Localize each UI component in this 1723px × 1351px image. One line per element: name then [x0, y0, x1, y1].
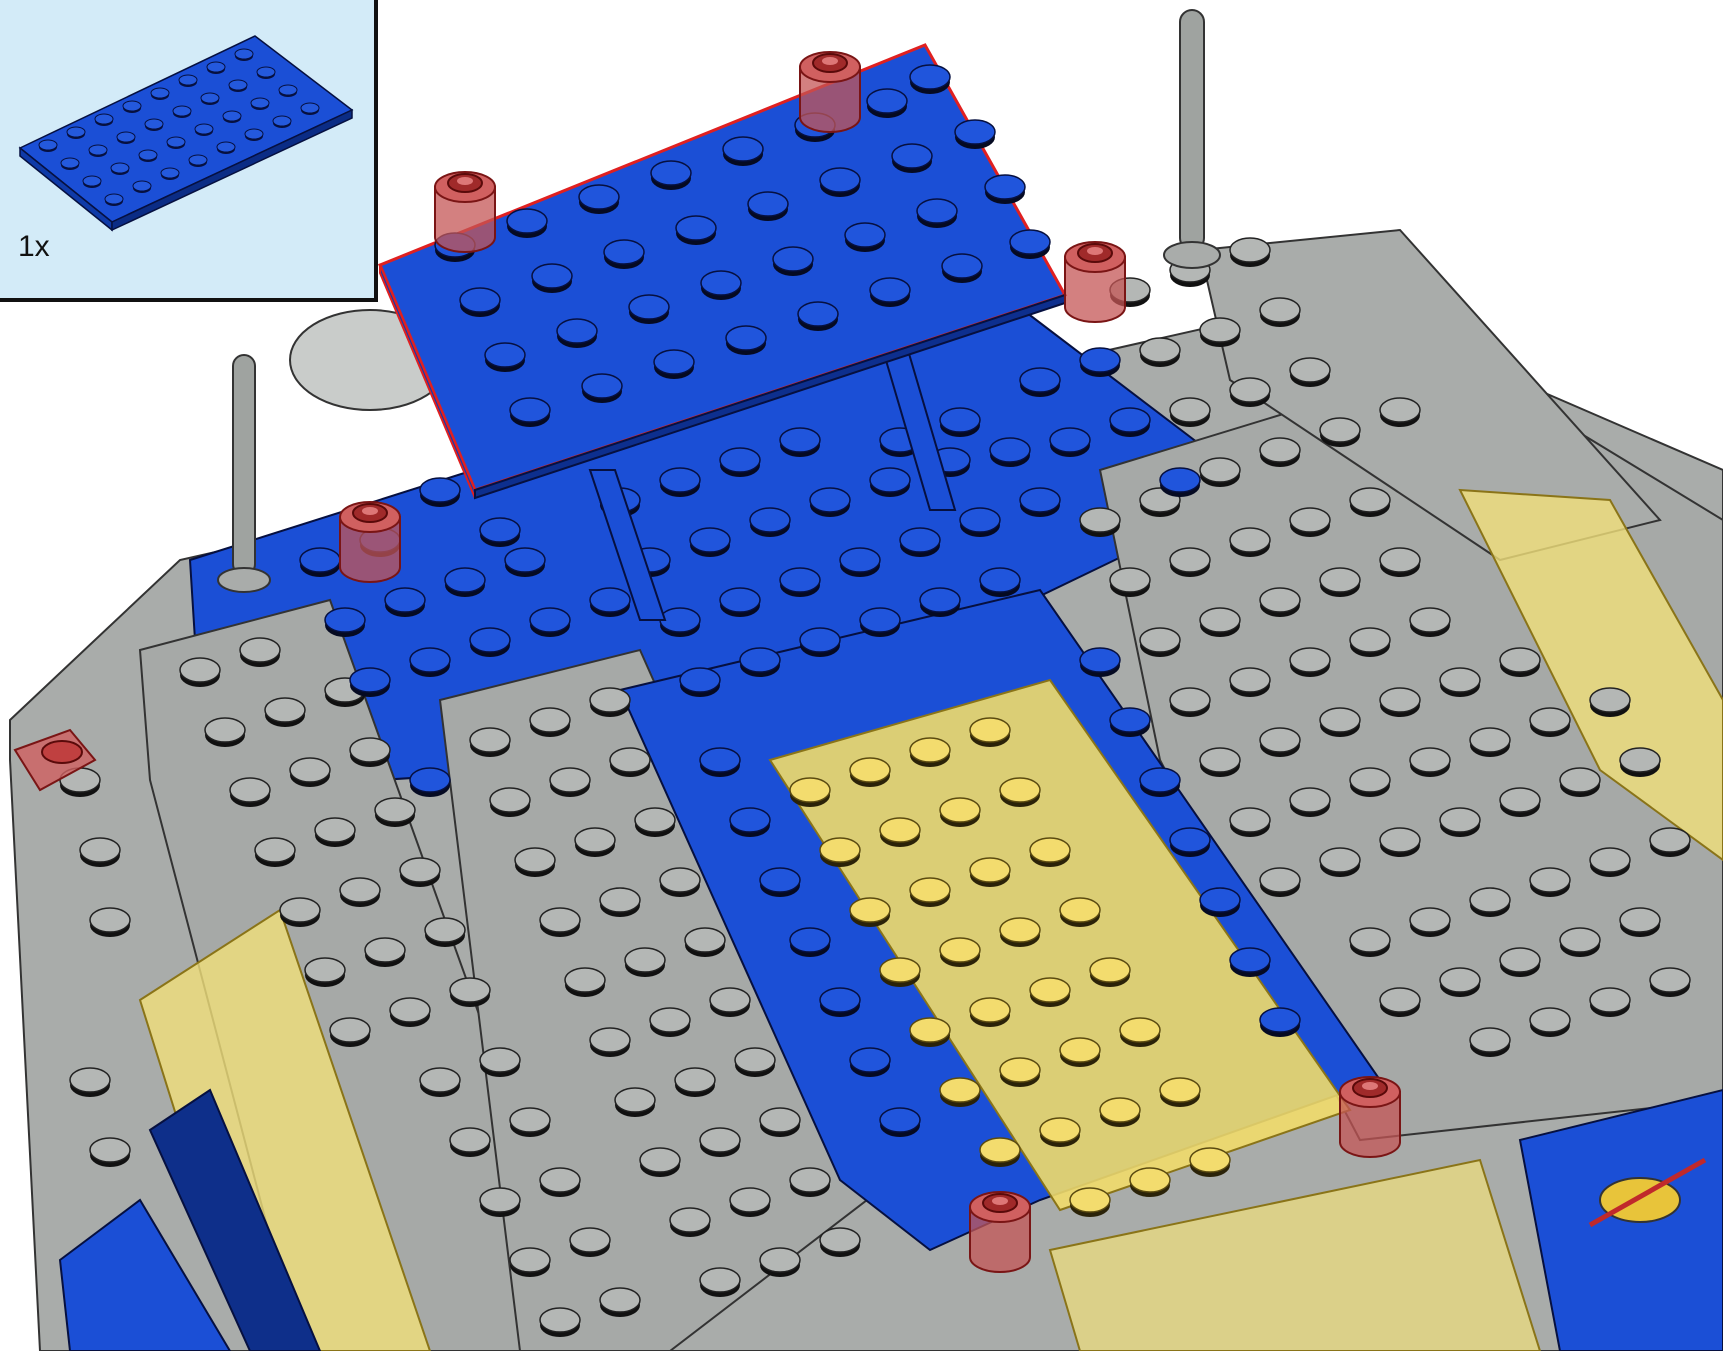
blue-plate-4x8-icon	[0, 0, 382, 306]
parts-list-callout: 1x	[0, 0, 378, 302]
antenna-right	[1164, 10, 1220, 268]
part-quantity: 1x	[18, 232, 50, 262]
